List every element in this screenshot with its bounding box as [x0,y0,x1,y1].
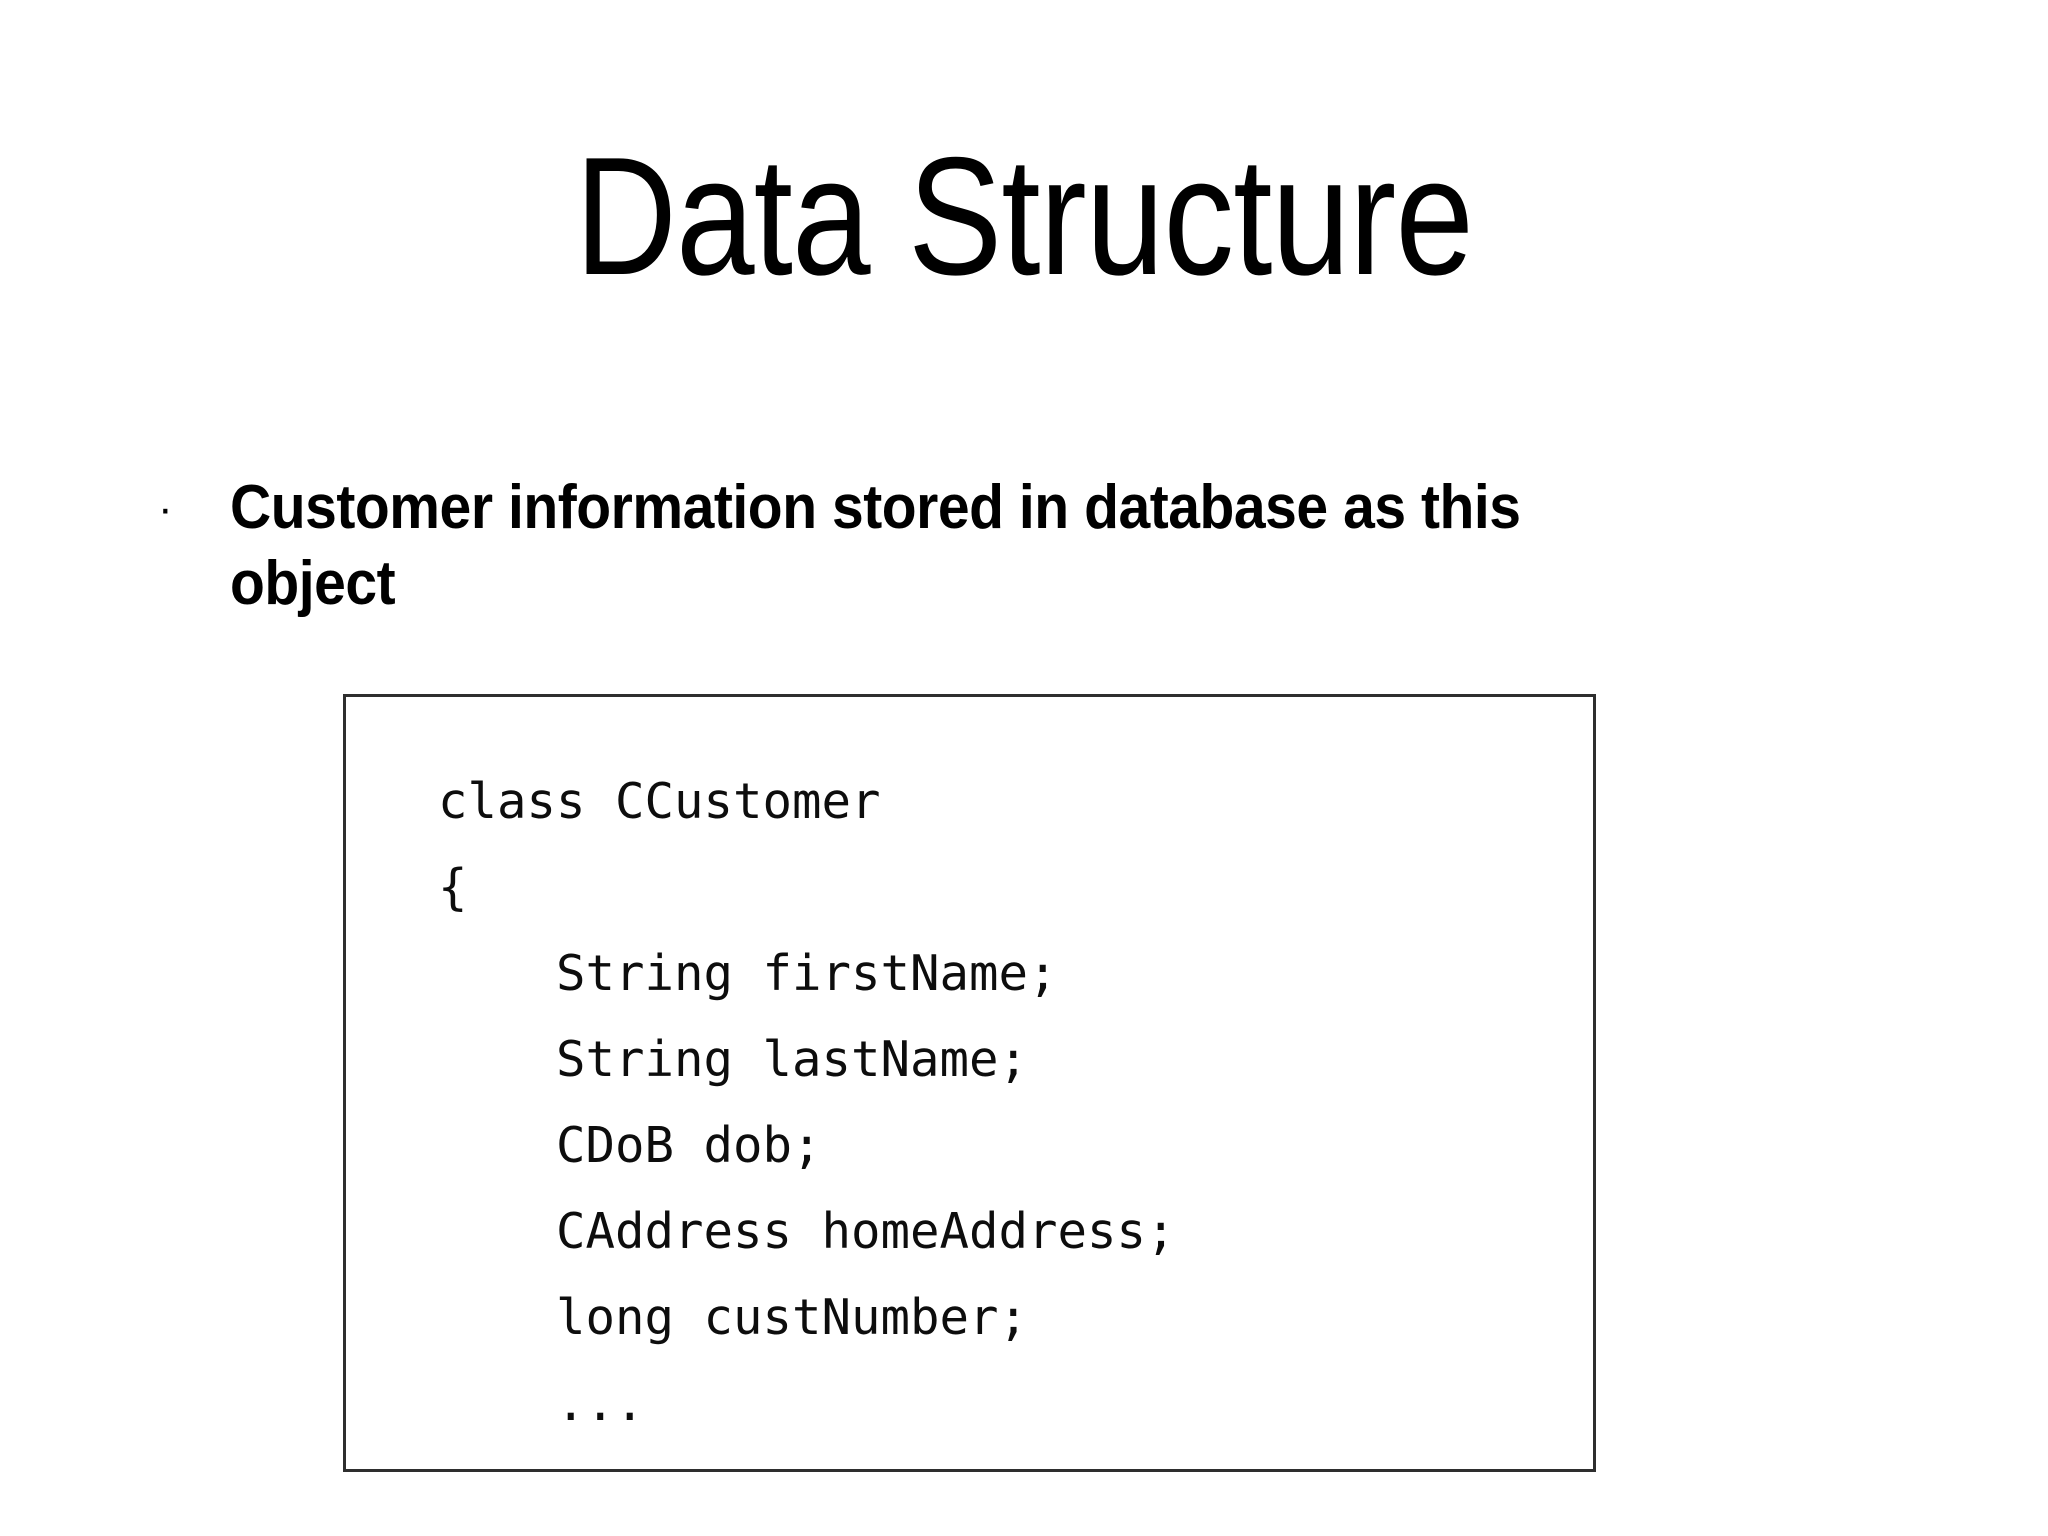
code-listing: class CCustomer { String firstName; Strin… [438,759,1176,1447]
page-title: Data Structure [574,122,1474,310]
bullet-item-text: Customer information stored in database … [230,473,1521,618]
code-line: String lastName; [438,1031,1029,1088]
code-line: { [438,859,468,916]
code-line: String firstName; [438,945,1058,1002]
code-line: CDoB dob; [438,1117,822,1174]
code-line: long custNumber; [438,1289,1029,1346]
code-line: CAddress homeAddress; [438,1203,1176,1260]
code-snippet-box: class CCustomer { String firstName; Strin… [343,694,1596,1472]
code-line: class CCustomer [438,773,881,830]
bullet-dot-icon: · [158,484,173,533]
code-line: ... [438,1375,645,1432]
bullet-list: · Customer information stored in databas… [150,470,1950,621]
